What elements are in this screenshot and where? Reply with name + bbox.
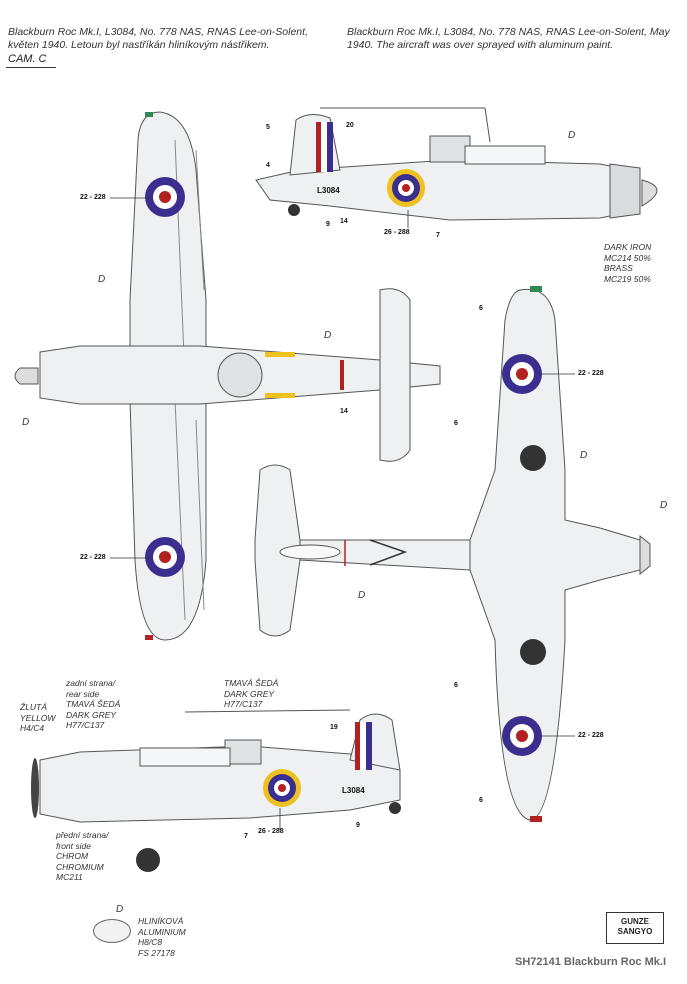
legend-letter: D bbox=[116, 904, 124, 915]
roundel-fuselage-top bbox=[387, 169, 425, 207]
legend-swatch bbox=[93, 919, 131, 943]
roundel-lower-wing-1 bbox=[502, 354, 542, 394]
callout-9-bottom: 9 bbox=[356, 822, 360, 829]
d-marker-7: D bbox=[358, 590, 366, 601]
callout-20: 20 bbox=[346, 122, 354, 129]
roundel-upper-wing-2 bbox=[145, 537, 185, 577]
wing-bottom-right bbox=[469, 288, 651, 821]
callout-7-bottom: 7 bbox=[244, 833, 248, 840]
callout-4: 4 bbox=[266, 162, 270, 169]
main-wheel-2 bbox=[520, 639, 546, 665]
d-marker-1: D bbox=[568, 130, 576, 141]
main-wheel-side bbox=[136, 848, 160, 872]
serial-bottom: L3084 bbox=[342, 786, 365, 795]
d-marker-3: D bbox=[324, 330, 332, 341]
callout-26-bottom: 26 - 288 bbox=[258, 828, 284, 835]
legend-text: HLINÍKOVÁ ALUMINIUM H8/C8 FS 27178 bbox=[138, 916, 186, 958]
tail-wheel-side bbox=[389, 802, 401, 814]
callout-14-top: 14 bbox=[340, 218, 348, 225]
roundel-upper-wing-1 bbox=[145, 177, 185, 217]
callout-22-upper1: 22 - 228 bbox=[80, 194, 106, 201]
caption-english: Blackburn Roc Mk.I, L3084, No. 778 NAS, … bbox=[347, 26, 670, 51]
note-rear-side: zadní strana/ rear side TMAVÁ ŠEDÁ DARK … bbox=[66, 678, 121, 730]
gunze-sangyo-logo: GUNZE SANGYO bbox=[606, 912, 664, 944]
camo-underline bbox=[6, 67, 56, 68]
callout-26-top: 26 - 288 bbox=[384, 229, 410, 236]
footer-kit-number: SH72141 Blackburn Roc Mk.I bbox=[515, 956, 667, 968]
d-marker-5: D bbox=[580, 450, 588, 461]
callout-22-lower1: 22 - 228 bbox=[578, 370, 604, 377]
callout-6-b: 6 bbox=[454, 420, 458, 427]
callout-5: 5 bbox=[266, 124, 270, 131]
callout-6-a: 6 bbox=[479, 305, 483, 312]
tail-wheel-top bbox=[288, 204, 300, 216]
callout-14-mid: 14 bbox=[340, 408, 348, 415]
d-marker-2: D bbox=[98, 274, 106, 285]
callout-7-top: 7 bbox=[436, 232, 440, 239]
caption-czech: Blackburn Roc Mk.I, L3084, No. 778 NAS, … bbox=[8, 26, 308, 51]
d-marker-4: D bbox=[22, 417, 30, 428]
propeller bbox=[31, 758, 39, 818]
main-wheel-1 bbox=[520, 445, 546, 471]
roundel-lower-wing-2 bbox=[502, 716, 542, 756]
callout-6-d: 6 bbox=[479, 797, 483, 804]
serial-top: L3084 bbox=[317, 186, 340, 195]
nav-light-green bbox=[145, 112, 153, 117]
note-dark-grey: TMAVÁ ŠEDÁ DARK GREY H77/C137 bbox=[224, 678, 279, 709]
tailplane-lower bbox=[254, 464, 471, 637]
fuselage-plan bbox=[14, 288, 441, 462]
camo-label: CAM. C bbox=[8, 53, 47, 65]
note-front-side: přední strana/ front side CHROM CHROMIUM… bbox=[56, 830, 109, 882]
callout-22-upper2: 22 - 228 bbox=[80, 554, 106, 561]
note-dark-iron: DARK IRON MC214 50% BRASS MC219 50% bbox=[604, 242, 652, 284]
d-marker-6: D bbox=[660, 500, 668, 511]
callout-22-lower2: 22 - 228 bbox=[578, 732, 604, 739]
roundel-fuselage-bottom bbox=[263, 769, 301, 807]
nav-light-red bbox=[145, 635, 153, 640]
callout-9-top: 9 bbox=[326, 221, 330, 228]
callout-6-c: 6 bbox=[454, 682, 458, 689]
callout-19: 19 bbox=[330, 724, 338, 731]
note-yellow: ŽLUTÁ YELLOW H4/C4 bbox=[20, 702, 56, 733]
leader-lines bbox=[110, 197, 575, 830]
side-profile-bottom bbox=[39, 713, 401, 823]
wing-top-left bbox=[129, 111, 207, 641]
